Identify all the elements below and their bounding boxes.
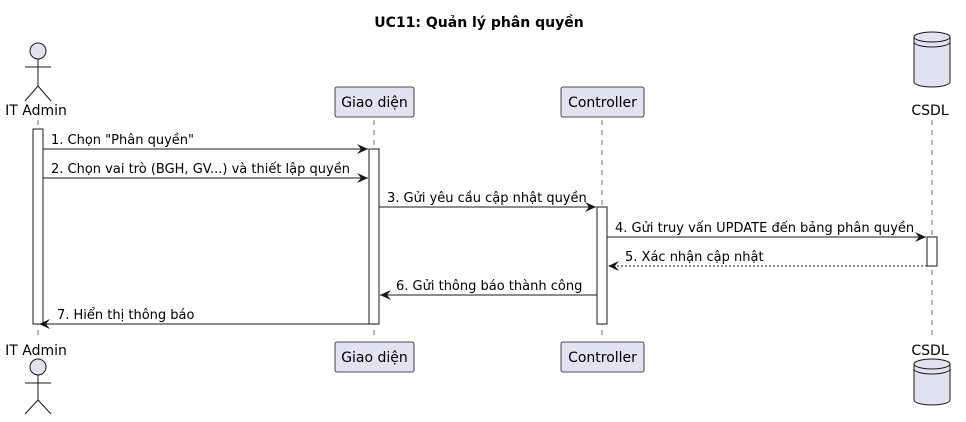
participant-csdl-top: CSDL	[911, 31, 951, 119]
database-icon	[913, 358, 951, 406]
activation-giao-dien	[368, 148, 380, 325]
message-7: 7. Hiển thị thông báo	[39, 308, 369, 329]
diagram-title: UC11: Quản lý phân quyền	[374, 14, 583, 31]
activation-controller	[596, 206, 608, 325]
database-icon	[913, 31, 951, 88]
message-2: 2. Chọn vai trò (BGH, GV...) và thiết lậ…	[43, 162, 368, 183]
message-label: 6. Gửi thông báo thành công	[396, 279, 582, 294]
message-label: 4. Gửi truy vấn UPDATE đến bảng phân quy…	[615, 221, 914, 236]
activation-it-admin	[32, 128, 44, 325]
participant-label: Giao diện	[341, 350, 408, 366]
actor-it-admin-bottom: IT Admin	[5, 343, 67, 415]
message-label: 5. Xác nhận cập nhật	[625, 250, 764, 265]
message-label: 3. Gửi yêu cầu cập nhật quyền	[387, 191, 587, 206]
participant-csdl-bottom: CSDL	[911, 343, 951, 406]
message-label: 7. Hiển thị thông báo	[57, 308, 195, 323]
actor-figure-icon	[24, 42, 52, 102]
actor-it-admin-top: IT Admin	[5, 42, 67, 119]
activation-bars	[32, 128, 938, 325]
participant-giao-dien-bottom: Giao diện	[334, 341, 415, 373]
participant-controller-bottom: Controller	[560, 341, 645, 373]
message-label: 1. Chọn "Phân quyền"	[51, 133, 194, 148]
message-label: 2. Chọn vai trò (BGH, GV...) và thiết lậ…	[51, 162, 350, 177]
actor-figure-icon	[24, 358, 52, 415]
message-1: 1. Chọn "Phân quyền"	[43, 133, 368, 154]
participant-label: Controller	[568, 350, 637, 366]
activation-csdl	[926, 236, 938, 267]
message-4: 4. Gửi truy vấn UPDATE đến bảng phân quy…	[607, 221, 926, 242]
message-5: 5. Xác nhận cập nhật	[608, 250, 927, 271]
participant-label: CSDL	[911, 103, 948, 119]
message-3: 3. Gửi yêu cầu cập nhật quyền	[379, 191, 596, 212]
participant-label: IT Admin	[5, 343, 67, 359]
participant-label: CSDL	[911, 343, 948, 359]
participant-label: IT Admin	[5, 103, 67, 119]
participant-controller-top: Controller	[560, 86, 645, 118]
message-6: 6. Gửi thông báo thành công	[380, 279, 597, 300]
participant-label: Controller	[568, 95, 637, 111]
participant-label: Giao diện	[341, 95, 408, 111]
participant-giao-dien-top: Giao diện	[334, 86, 415, 118]
